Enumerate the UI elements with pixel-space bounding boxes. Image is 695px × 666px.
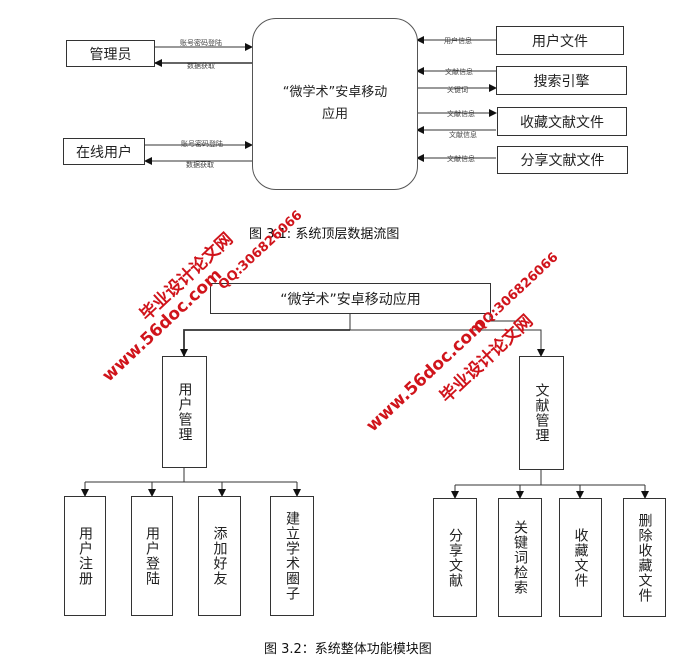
module-lit-mgmt-label: 文献管理	[533, 383, 550, 443]
flow-label-lit-info-3: 文献信息	[449, 131, 477, 139]
flow-label-lit-info-2: 文献信息	[447, 110, 475, 118]
module-label: 分享文献	[447, 527, 463, 588]
store-user-file-label: 用户文件	[532, 33, 588, 50]
module-label: 建立学术圈子	[284, 511, 300, 601]
link-lit-mgmt	[350, 329, 545, 357]
flow-label-user-data: 数据获取	[186, 161, 214, 169]
module-user-mgmt-label: 用户管理	[176, 382, 193, 442]
flow-label-keyword: 关键词	[447, 86, 468, 94]
module-label: 关键词检索	[512, 520, 528, 595]
flow-label-admin-data: 数据获取	[187, 62, 215, 70]
entity-admin: 管理员	[66, 40, 155, 67]
store-favorite-lit-label: 收藏文献文件	[520, 114, 604, 131]
module-share-lit: 分享文献	[433, 498, 477, 617]
store-user-file: 用户文件	[496, 26, 624, 55]
store-search-engine: 搜索引擎	[496, 66, 627, 95]
entity-admin-label: 管理员	[89, 46, 132, 63]
root-right-tick	[489, 313, 520, 322]
module-lit-mgmt: 文献管理	[519, 356, 564, 470]
module-user-register: 用户注册	[64, 496, 106, 616]
module-delete-favorite: 删除收藏文件	[623, 498, 666, 617]
module-user-mgmt: 用户管理	[162, 356, 207, 468]
store-shared-lit-label: 分享文献文件	[520, 153, 605, 169]
flow-label-user-info: 用户信息	[444, 37, 472, 45]
caption-dfd: 图 3.1: 系统顶层数据流图	[249, 227, 400, 242]
module-label: 用户注册	[77, 526, 93, 586]
flow-label-lit-info-4: 文献信息	[447, 155, 475, 163]
module-keyword-search: 关键词检索	[498, 498, 542, 617]
module-add-friend: 添加好友	[198, 496, 241, 616]
entity-online-user: 在线用户	[63, 138, 145, 165]
link-user-mgmt	[180, 329, 350, 357]
flow-label-lit-info-1: 文献信息	[445, 68, 473, 76]
store-shared-lit: 分享文献文件	[497, 146, 628, 174]
module-label: 删除收藏文件	[636, 512, 653, 603]
flow-label-user-login: 账号密码登陆	[181, 140, 223, 148]
process-app-line2: 应用	[321, 107, 348, 122]
module-create-circle: 建立学术圈子	[270, 496, 314, 616]
module-label: 用户登陆	[144, 526, 160, 586]
module-favorite-file: 收藏文件	[559, 498, 602, 617]
store-favorite-lit: 收藏文献文件	[497, 107, 627, 136]
module-root: “微学术”安卓移动应用	[210, 283, 491, 314]
module-root-label: “微学术”安卓移动应用	[280, 291, 421, 308]
flow-label-admin-login: 账号密码登陆	[180, 39, 222, 47]
module-label: 添加好友	[211, 526, 228, 586]
process-app: “微学术”安卓移动 应用	[252, 18, 418, 190]
entity-online-user-label: 在线用户	[76, 144, 132, 161]
module-label: 收藏文件	[572, 527, 589, 588]
caption-module-chart: 图 3.2：系统整体功能模块图	[264, 642, 432, 657]
store-search-engine-label: 搜索引擎	[533, 73, 590, 90]
module-user-login: 用户登陆	[131, 496, 173, 616]
process-app-line1: “微学术”安卓移动	[282, 85, 388, 100]
